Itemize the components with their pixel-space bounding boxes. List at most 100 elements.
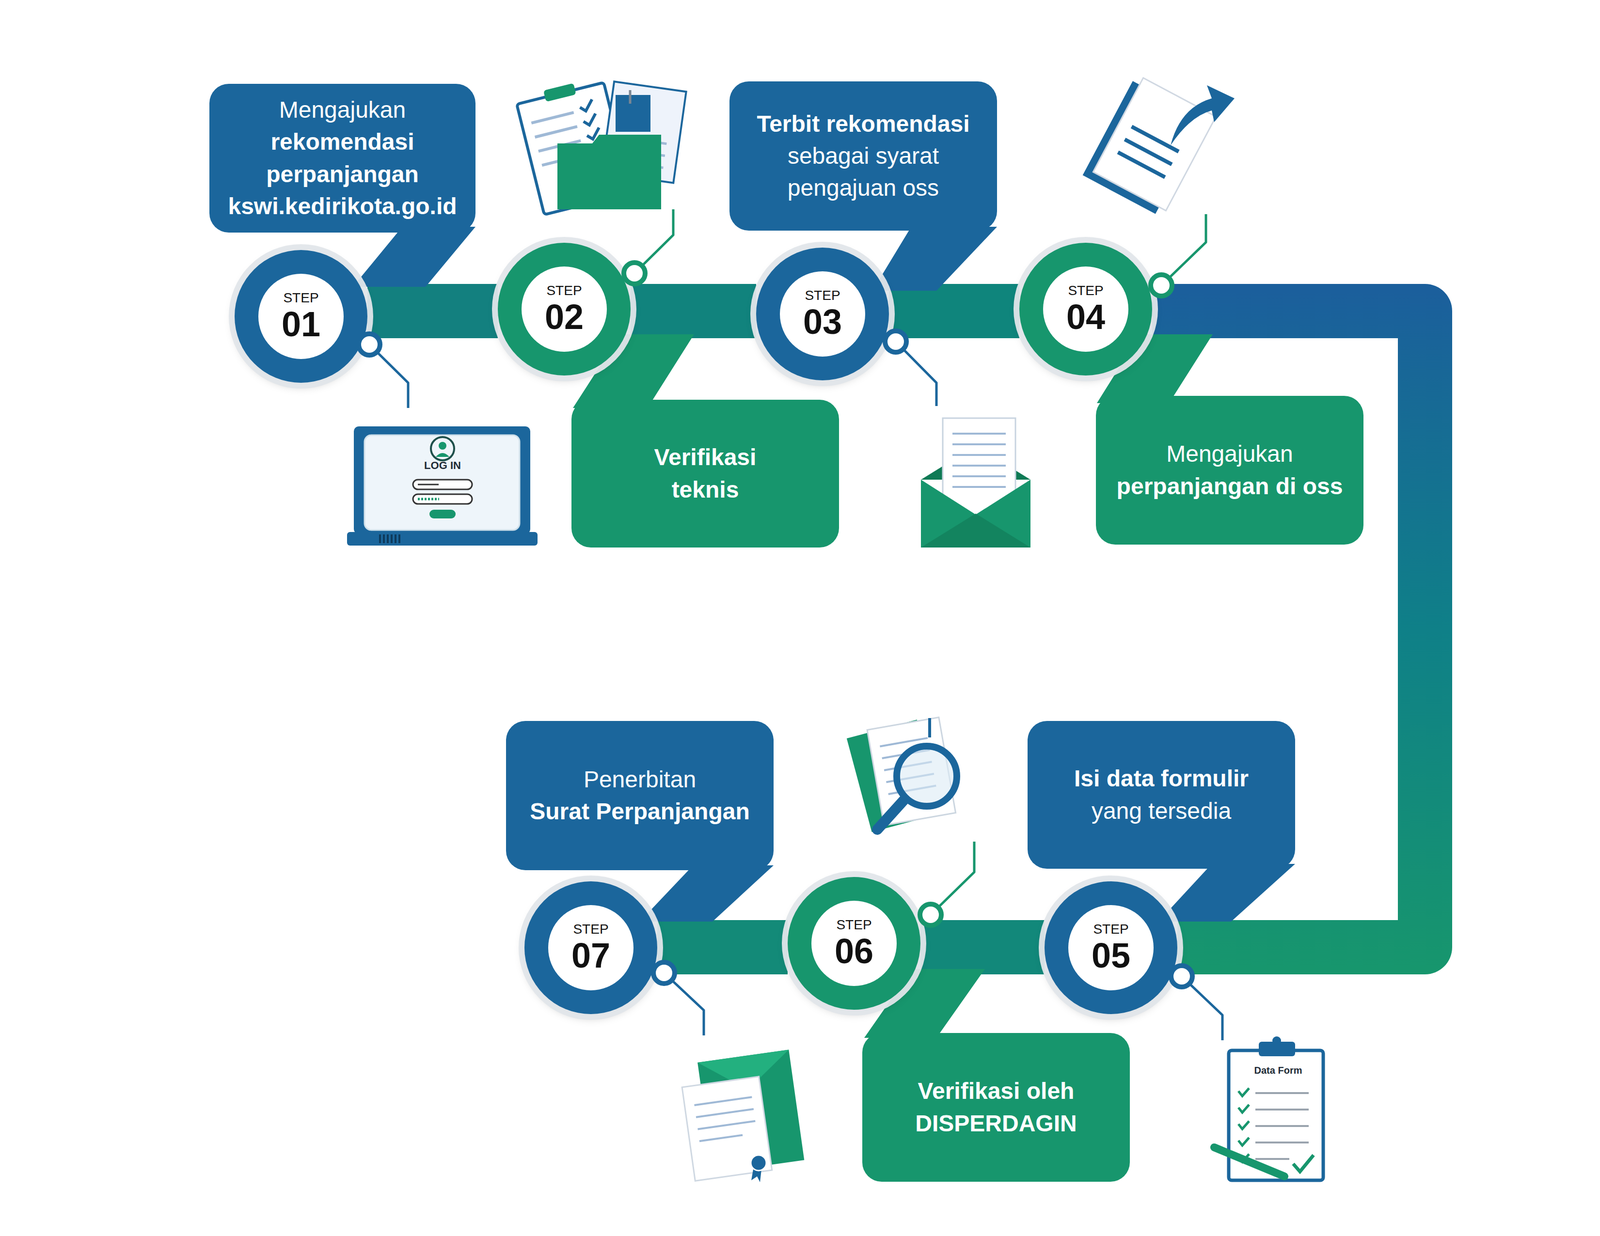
step-label: STEP (572, 922, 609, 937)
step-label: STEP (1093, 922, 1129, 937)
leader-line (1181, 976, 1223, 1041)
magnifier-icon (846, 717, 957, 833)
step-description: Mengajukan (279, 94, 407, 127)
circle-center: STEP01 (258, 273, 344, 360)
connector-dot (1171, 966, 1193, 988)
documents-folder-icon (617, 137, 667, 168)
magnifier-icon (877, 799, 905, 830)
certificate-icon (750, 1155, 767, 1172)
step-label: STEP (546, 284, 582, 298)
envelope-icon (942, 418, 1016, 521)
magnifier-icon (896, 746, 957, 807)
step-circle: STEP05 (1044, 881, 1178, 1015)
step-circle: STEP03 (756, 247, 889, 381)
laptop-icon (412, 479, 473, 490)
laptop-icon (430, 437, 455, 461)
laptop-icon (417, 484, 439, 486)
circle-center: STEP05 (1068, 905, 1154, 991)
step-number: 06 (834, 934, 874, 969)
leader-line (664, 973, 704, 1036)
step-description: sebagai syarat pengajuan oss (740, 140, 987, 205)
certificate-icon (681, 1050, 805, 1183)
circle-center: STEP02 (521, 266, 607, 352)
certificate-icon (697, 1050, 805, 1174)
laptop-icon (364, 435, 520, 531)
data-form-icon (1214, 1036, 1324, 1181)
circle-center: STEP07 (548, 905, 634, 991)
magnifier-icon (928, 718, 932, 738)
laptop-icon (429, 509, 456, 519)
step-circle: STEP01 (234, 250, 368, 383)
step-description: perpanjangan di oss (1116, 470, 1344, 503)
laptop-icon (353, 426, 531, 535)
envelope-icon (920, 479, 1031, 548)
callout-tail (352, 226, 476, 287)
callout-box: Verifikasi oleh DISPERDAGIN (862, 1033, 1130, 1183)
connector-dot (885, 331, 907, 353)
step-description: Verifikasi oleh DISPERDAGIN (889, 1075, 1103, 1140)
connector-dot (623, 262, 646, 285)
connector-dot (919, 904, 942, 926)
step-description: Terbit rekomendasi (756, 108, 970, 141)
step-circle: STEP06 (787, 877, 921, 1011)
magnifier-icon (846, 719, 943, 833)
callout-box: Terbit rekomendasisebagai syarat pengaju… (729, 81, 998, 231)
certificate-icon (681, 1077, 773, 1182)
circle-center: STEP06 (811, 901, 897, 987)
documents-folder-icon (601, 81, 687, 183)
documents-folder-icon (515, 76, 632, 215)
step-label: STEP (283, 291, 319, 305)
flow-band (367, 284, 498, 339)
data-form-icon (1272, 1036, 1282, 1046)
step-number: 01 (281, 306, 321, 342)
laptop-icon (347, 532, 538, 546)
step-description: Mengajukan (1166, 438, 1294, 471)
leader-line (1161, 214, 1206, 286)
certificate-icon (741, 1078, 753, 1091)
callout-tail (1158, 864, 1296, 922)
step-description: Isi data formulir (1074, 762, 1249, 795)
callout-tail (872, 226, 998, 291)
step-label: STEP (1067, 284, 1104, 298)
step-circle: STEP04 (1019, 242, 1153, 376)
callout-box: Mengajukanrekomendasi perpanjangan kswi.… (209, 83, 476, 233)
envelope-icon (920, 513, 1031, 548)
flow-band (657, 920, 788, 975)
step-circle: STEP02 (497, 242, 631, 376)
magnifier-icon (846, 719, 943, 833)
step-number: 05 (1091, 938, 1131, 974)
documents-folder-icon (515, 76, 687, 215)
documents-folder-icon (531, 112, 585, 166)
envelope-icon (952, 433, 1006, 488)
step-description: Verifikasi teknis (627, 441, 783, 506)
envelope-icon (920, 418, 1031, 548)
magnifier-icon (879, 738, 936, 795)
flow-band (920, 920, 1045, 975)
certificate-icon (694, 1097, 758, 1142)
step-label: STEP (804, 288, 840, 303)
laptop-icon (438, 442, 447, 450)
document-send-icon (1082, 80, 1206, 214)
certificate-icon (697, 1050, 794, 1097)
form-label: Data Form (1246, 1065, 1310, 1077)
laptop-icon (347, 426, 538, 546)
laptop-icon (412, 494, 473, 505)
documents-folder-icon (615, 95, 651, 132)
documents-folder-icon (629, 90, 632, 104)
step-number: 03 (803, 304, 842, 340)
step-label: STEP (836, 918, 872, 933)
document-send-icon (1093, 78, 1216, 211)
step-number: 02 (544, 299, 584, 335)
laptop-icon (417, 498, 440, 501)
documents-folder-icon (557, 134, 662, 210)
connector-dot (1150, 274, 1173, 297)
documents-folder-icon (516, 82, 632, 215)
callout-tail (639, 865, 774, 922)
step-description: Surat Perpanjangan (529, 795, 750, 828)
document-send-icon (1170, 85, 1235, 146)
callout-box: PenerbitanSurat Perpanjangan (506, 721, 774, 871)
laptop-icon (435, 453, 450, 458)
step-description: rekomendasi perpanjangan kswi.kedirikota… (220, 126, 465, 223)
step-description: Penerbitan (583, 763, 697, 796)
